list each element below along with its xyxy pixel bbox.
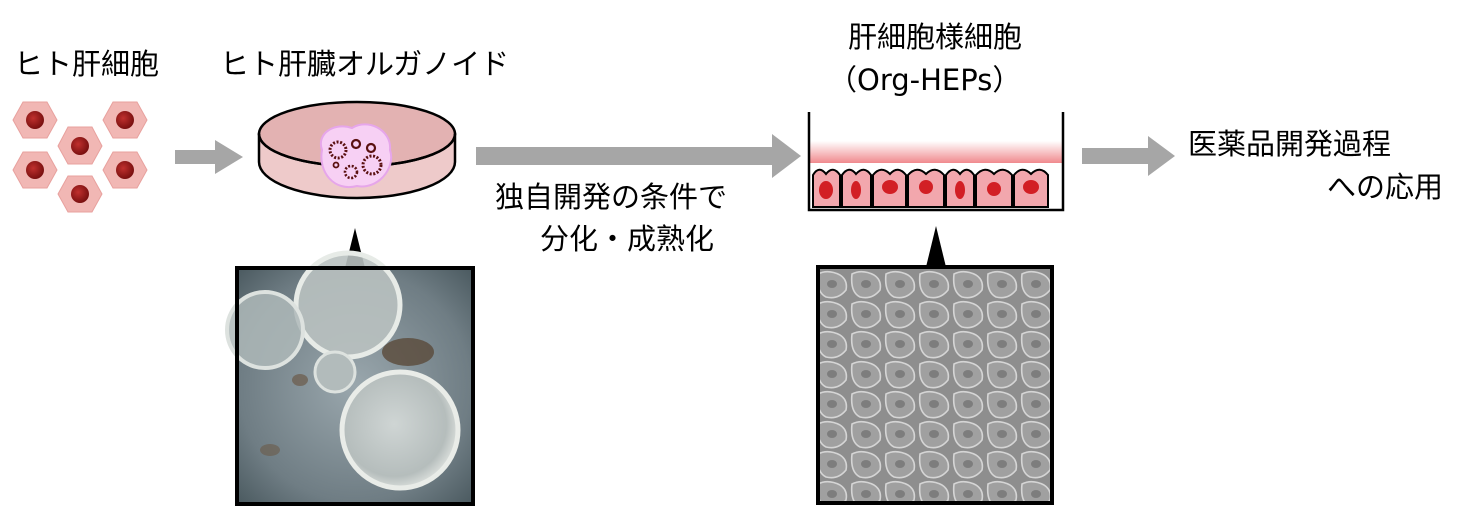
nucleus — [26, 111, 44, 129]
label-differentiation: 分化・成熟化 — [540, 222, 715, 256]
org-heps-micrograph — [816, 265, 1054, 505]
nucleus — [71, 185, 89, 203]
label-condition: 独自開発の条件で — [495, 180, 728, 214]
hepatocyte-cluster — [12, 101, 148, 213]
hepatocyte-cell — [57, 126, 103, 165]
pointer-triangle — [926, 226, 946, 267]
hepatocyte-cell — [57, 175, 103, 213]
nucleus — [116, 161, 134, 179]
organoid — [319, 123, 393, 189]
petri-dish — [257, 100, 457, 200]
hepatocyte-like-cell — [907, 168, 945, 208]
hepatocyte-cell — [102, 101, 148, 139]
arrow-to-application — [1082, 136, 1175, 176]
arrow-to-organoid — [175, 140, 243, 174]
label-application: への応用 — [1327, 170, 1444, 204]
label-human-liver-organoid: ヒト肝臓オルガノイド — [220, 47, 510, 81]
hepatocyte-like-cell — [1013, 168, 1049, 208]
org-heps-monolayer — [812, 168, 1049, 208]
hepatocyte-cell — [12, 151, 58, 189]
arrow-differentiation — [476, 134, 801, 178]
hepatocyte-like-cell — [872, 168, 907, 208]
organoid-micrograph — [225, 250, 475, 506]
hepatocyte-like-cell — [945, 168, 975, 208]
label-org-heps-title: 肝細胞様細胞 — [848, 20, 1023, 54]
label-drug-development: 医薬品開発過程 — [1188, 127, 1392, 161]
nucleus — [71, 137, 89, 155]
hepatocyte-cell — [12, 101, 58, 139]
hepatocyte-like-cell — [841, 168, 872, 208]
label-human-hepatocytes: ヒト肝細胞 — [14, 47, 160, 81]
hepatocyte-cell — [102, 151, 148, 189]
nucleus — [116, 111, 134, 129]
hepatocyte-like-cell — [812, 168, 841, 208]
nucleus — [26, 161, 44, 179]
culture-well — [807, 112, 1065, 212]
label-org-heps-abbrev: （Org-HEPs） — [828, 63, 1022, 97]
hepatocyte-like-cell — [975, 168, 1013, 208]
